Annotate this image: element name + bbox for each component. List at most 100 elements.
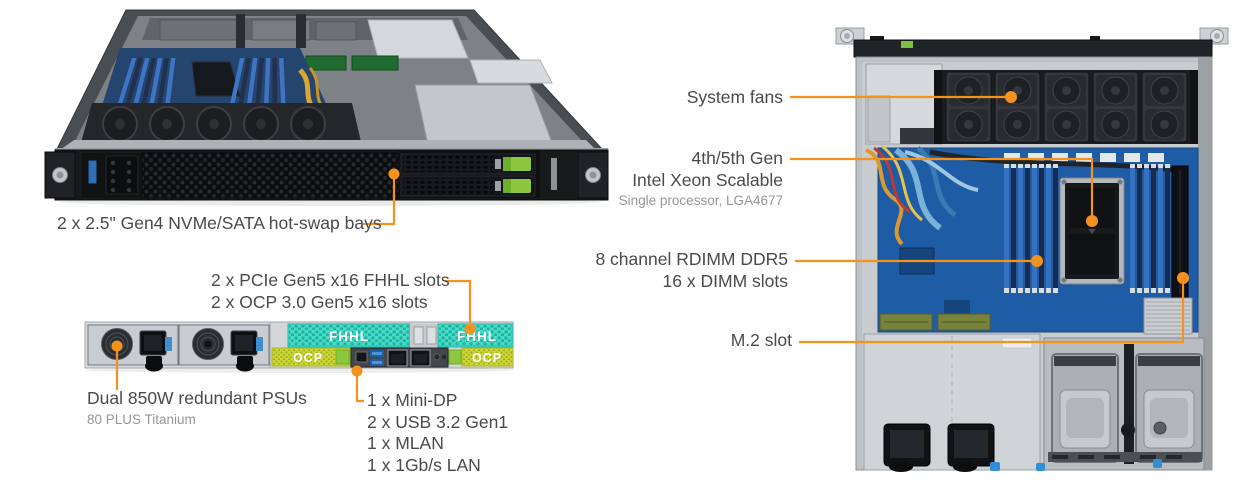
front-dimm-bank-right bbox=[230, 58, 286, 104]
top-small-chip bbox=[944, 300, 970, 316]
rear-psu-2-clip bbox=[256, 337, 263, 351]
leader-front-bays bbox=[363, 178, 396, 226]
rear-mini-dp-port bbox=[355, 351, 368, 363]
front-thumbscrew-left-center bbox=[56, 171, 64, 179]
rear-ocp-cover-left: OCP bbox=[271, 347, 351, 367]
rear-view-photo: FHHL FHHL OCP bbox=[83, 321, 515, 373]
callout-leader-lines bbox=[115, 95, 1185, 403]
front-latch-bar bbox=[551, 158, 557, 190]
front-mesh-vent bbox=[141, 152, 399, 199]
dot-rear-psu bbox=[111, 340, 123, 352]
top-cpu-line1: 4th/5th Gen bbox=[691, 148, 783, 168]
rear-psu-1-clip bbox=[165, 337, 172, 351]
rear-lan-ports bbox=[387, 349, 431, 367]
top-dimm-bank-left bbox=[1004, 164, 1058, 293]
fhhl-badge-right: FHHL bbox=[457, 329, 497, 344]
front-card-guide-1 bbox=[236, 14, 245, 48]
top-cpu-subtitle: Single processor, LGA4677 bbox=[618, 193, 783, 208]
rear-io-line4: 1 x 1Gb/s LAN bbox=[367, 454, 481, 475]
top-fan-modules bbox=[945, 71, 1188, 143]
front-riser-left bbox=[159, 19, 241, 41]
rear-slots-line1: 2 x PCIe Gen5 x16 FHHL slots bbox=[211, 270, 450, 290]
front-latch-zone bbox=[540, 151, 578, 198]
top-cpu-socket bbox=[1059, 177, 1125, 285]
front-led-button-panel bbox=[105, 155, 139, 195]
rear-fhhl-cover-left: FHHL bbox=[287, 323, 411, 348]
front-right-card bbox=[469, 59, 553, 84]
rear-io-line2: 2 x USB 3.2 Gen1 bbox=[367, 411, 509, 432]
rear-id-button bbox=[433, 353, 441, 361]
top-dimm-line2: 16 x DIMM slots bbox=[662, 270, 788, 291]
leader-rear-slots bbox=[445, 279, 472, 326]
front-thumbscrew-right-center bbox=[589, 171, 597, 179]
front-riser-mid bbox=[251, 19, 311, 41]
front-bezel bbox=[44, 148, 609, 201]
callout-rear-slots-label: 2 x PCIe Gen5 x16 FHHL slots 2 x OCP 3.0… bbox=[211, 270, 450, 313]
rear-psu-2 bbox=[178, 324, 270, 372]
front-right-cage bbox=[414, 84, 554, 146]
rear-ocp-latch-left bbox=[335, 349, 350, 365]
dot-rear-slots bbox=[464, 323, 476, 335]
front-dimm-bank-left bbox=[117, 58, 176, 106]
top-cable-harness bbox=[929, 149, 1176, 173]
front-bays-text: 2 x 2.5" Gen4 NVMe/SATA hot-swap bays bbox=[57, 213, 382, 233]
front-drive-bays bbox=[398, 151, 540, 198]
dot-top-cpu bbox=[1086, 215, 1098, 227]
callout-top-dimm-label: 8 channel RDIMM DDR5 16 x DIMM slots bbox=[595, 249, 788, 292]
rear-ocp-cover-right: OCP bbox=[448, 347, 514, 367]
fhhl-badge-left: FHHL bbox=[329, 329, 369, 344]
front-panel-buttons bbox=[110, 160, 132, 193]
top-dimm-line1: 8 channel RDIMM DDR5 bbox=[595, 249, 788, 269]
dot-top-m2 bbox=[1177, 272, 1189, 284]
front-fan-row bbox=[80, 103, 362, 146]
top-drive-trays bbox=[1043, 337, 1205, 471]
top-cable-bundle bbox=[865, 144, 979, 246]
callout-rear-io-label: 1 x Mini-DP 2 x USB 3.2 Gen1 1 x MLAN 1 … bbox=[367, 390, 508, 476]
leader-top-m2 bbox=[799, 282, 1185, 344]
rear-ocp-latch-right bbox=[448, 349, 462, 365]
rear-io-panel bbox=[350, 347, 449, 368]
rear-io-line1: 1 x Mini-DP bbox=[367, 390, 458, 410]
rear-psu-1 bbox=[87, 324, 179, 372]
top-blue-release-tabs bbox=[990, 459, 1162, 471]
front-green-card-2 bbox=[351, 55, 399, 71]
top-psu-connector-1 bbox=[883, 423, 931, 472]
top-dimm-bank-right bbox=[1130, 164, 1170, 293]
top-drive-tray-2 bbox=[1135, 353, 1203, 463]
rear-psu-subtitle: 80 PLUS Titanium bbox=[87, 411, 196, 427]
leader-rear-io bbox=[355, 374, 364, 403]
front-green-card-1 bbox=[305, 55, 347, 71]
dot-rear-io bbox=[351, 365, 363, 377]
top-edge-connectors bbox=[879, 313, 991, 331]
top-drive-tray-1 bbox=[1051, 353, 1119, 463]
rear-psu-2-handle bbox=[236, 360, 254, 372]
callout-top-fans-label: System fans bbox=[687, 87, 783, 109]
callout-top-m2-label: M.2 slot bbox=[731, 330, 792, 352]
ocp-badge-left: OCP bbox=[293, 351, 323, 365]
callout-rear-psu-label: Dual 850W redundant PSUs 80 PLUS Titaniu… bbox=[87, 388, 307, 428]
callout-front-bays-label: 2 x 2.5" Gen4 NVMe/SATA hot-swap bays bbox=[57, 213, 382, 235]
dot-top-fans bbox=[1005, 91, 1017, 103]
rear-psu-title: Dual 850W redundant PSUs bbox=[87, 388, 307, 408]
front-view-photo bbox=[44, 9, 609, 206]
top-rear-latch bbox=[901, 41, 913, 48]
leader-top-cpu bbox=[790, 157, 1094, 217]
callout-dots bbox=[111, 91, 1189, 377]
front-top-rail bbox=[60, 140, 596, 150]
dot-front-bays bbox=[388, 168, 400, 180]
front-usb-port-icon bbox=[87, 159, 98, 185]
rear-psu-1-handle bbox=[145, 360, 163, 372]
top-fans-text: System fans bbox=[686, 87, 783, 107]
callout-top-cpu-label: 4th/5th Gen Intel Xeon Scalable Single p… bbox=[619, 148, 783, 209]
front-psu-box bbox=[367, 19, 469, 59]
top-view-photo bbox=[835, 27, 1229, 472]
ocp-badge-right: OCP bbox=[472, 351, 502, 365]
rear-usb-ports bbox=[370, 350, 384, 366]
top-psu-bay bbox=[863, 333, 1041, 472]
top-heatsink bbox=[1143, 297, 1193, 335]
top-connector-row bbox=[1004, 153, 1164, 162]
rear-slots-line2: 2 x OCP 3.0 Gen5 x16 slots bbox=[211, 291, 428, 312]
dot-top-dimm bbox=[1031, 255, 1043, 267]
